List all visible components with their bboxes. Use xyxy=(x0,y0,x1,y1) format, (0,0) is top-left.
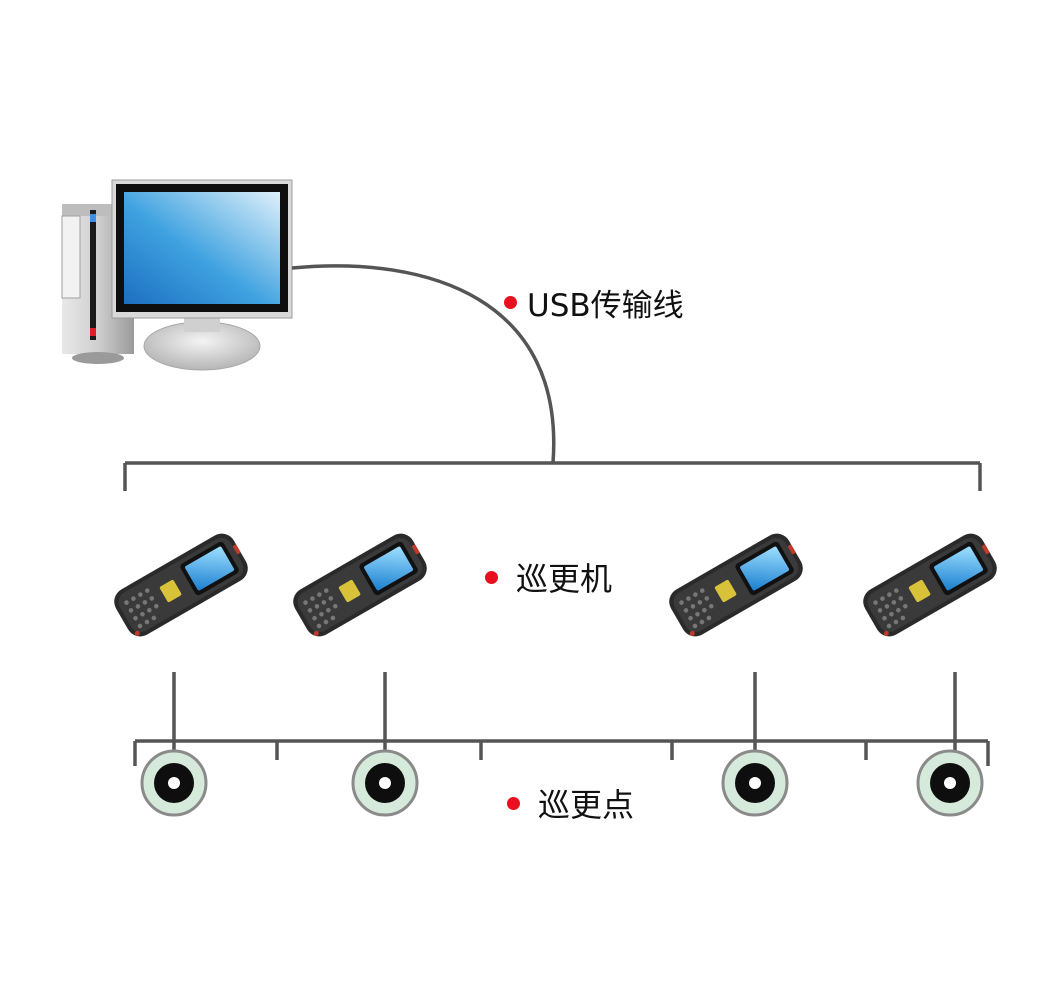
checkpoint-label: 巡更点 xyxy=(507,780,634,826)
usb-cable-label: USB传输线 xyxy=(504,280,684,325)
handheld-reader-icon xyxy=(109,528,253,642)
checkpoint-button-icon xyxy=(916,749,984,817)
handheld-reader-icon xyxy=(664,528,808,642)
reader-bus-line xyxy=(123,461,982,491)
red-dot-icon xyxy=(485,570,498,584)
desktop-computer-icon xyxy=(61,179,293,371)
handheld-reader-icon xyxy=(288,528,432,642)
checkpoint-button-icon xyxy=(140,749,208,817)
reader-label-text: 巡更机 xyxy=(516,560,613,598)
checkpoint-button-icon xyxy=(721,749,789,817)
checkpoint-button-icon xyxy=(351,749,419,817)
red-dot-icon xyxy=(507,796,520,810)
checkpoint-label-text: 巡更点 xyxy=(538,786,635,824)
usb-cable-label-text: USB传输线 xyxy=(527,288,684,324)
usb-cable-line xyxy=(291,264,556,464)
checkpoint-bus-line xyxy=(133,672,990,766)
reader-label: 巡更机 xyxy=(485,554,612,600)
handheld-reader-icon xyxy=(858,528,1002,642)
red-dot-icon xyxy=(504,296,517,309)
